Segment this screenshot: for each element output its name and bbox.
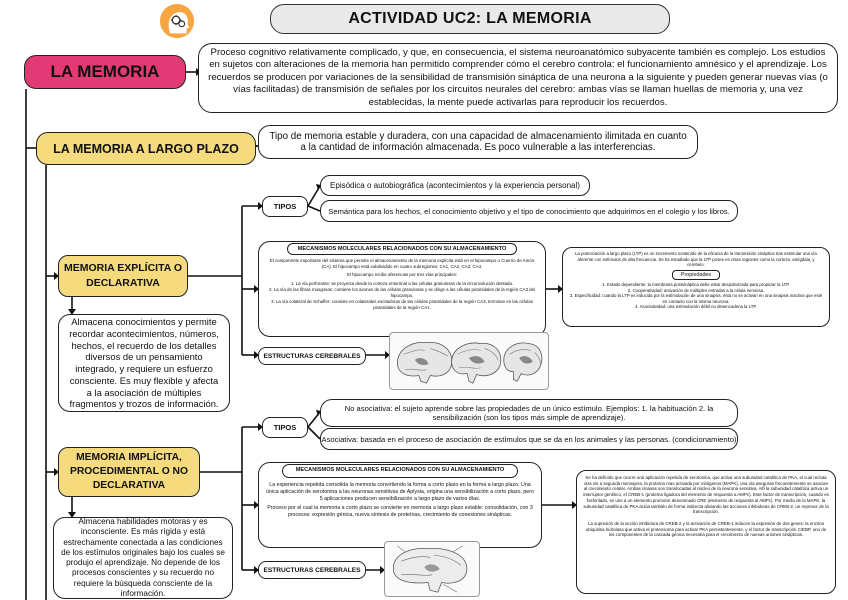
tipo-episodica: Episódica o autobiográfica (acontecimien…: [320, 175, 590, 196]
tipo-asociativa: Asociativa: basada en el proceso de asoc…: [320, 428, 738, 450]
implicita-node: MEMORIA IMPLÍCITA, PROCEDIMENTAL O NO DE…: [58, 447, 200, 497]
implicita-label: MEMORIA IMPLÍCITA, PROCEDIMENTAL O NO DE…: [69, 452, 189, 491]
largo-plazo-definition-text: Tipo de memoria estable y duradera, con …: [269, 131, 687, 153]
implicita-definition-text: Almacena habilidades motoras y es incons…: [61, 517, 225, 598]
tipo-semantica: Semántica para los hechos, el conocimien…: [320, 200, 738, 222]
implicita-definition: Almacena habilidades motoras y es incons…: [53, 517, 233, 599]
mecanismo-text: 1. La vía perforante: se proyecta desde …: [290, 280, 514, 286]
mecanismo-text: Proceso por el cual la memoria a corto p…: [267, 504, 533, 519]
memoria-node: LA MEMORIA: [24, 55, 186, 89]
largo-plazo-label: LA MEMORIA A LARGO PLAZO: [53, 141, 239, 156]
tipo-semantica-text: Semántica para los hechos, el conocimien…: [328, 206, 730, 216]
tipo-asociativa-text: Asociativa: basada en el proceso de asoc…: [321, 434, 737, 444]
implicita-mecanismos-heading: MECANISMOS MOLECULARES RELACIONADOS CON …: [282, 464, 518, 478]
mecanismo-text: La experiencia repetida consolida la mem…: [266, 481, 534, 502]
implicita-tipos-node: TIPOS: [262, 417, 308, 438]
ltp-intro: La potenciación a largo plazo (LTP) es u…: [575, 251, 817, 267]
explicita-node: MEMORIA EXPLÍCITA O DECLARATIVA: [58, 255, 188, 297]
explicita-mecanismos-body: El componente importante del sistema que…: [265, 258, 539, 310]
mecanismo-text: 3. La vía colateral de Schaffer: consist…: [271, 299, 533, 310]
explicita-tipos-node: TIPOS: [262, 196, 308, 217]
page-title: ACTIVIDAD UC2: LA MEMORIA: [270, 4, 670, 34]
implicita-propiedades: Se ha definido que ocurre una aplicación…: [576, 470, 836, 594]
propiedad-item: 4. Asociatividad: una estimulación débil…: [635, 304, 757, 310]
explicita-mecanismos: MECANISMOS MOLECULARES RELACIONADOS CON …: [258, 241, 546, 337]
largo-plazo-node: LA MEMORIA A LARGO PLAZO: [36, 132, 256, 165]
implicita-mecanismos: MECANISMOS MOLECULARES RELACIONADOS CON …: [258, 462, 542, 548]
propiedad-item: 2. Cooperatividad: activación de múltipl…: [627, 287, 765, 293]
tipo-no-asociativa-text: No asociativa: el sujeto aprende sobre l…: [344, 404, 714, 422]
memoria-label: LA MEMORIA: [50, 62, 160, 81]
explicita-tipos-label: TIPOS: [273, 202, 297, 211]
explicita-estructuras: ESTRUCTURAS CEREBRALES: [258, 347, 366, 365]
page-title-text: ACTIVIDAD UC2: LA MEMORIA: [348, 10, 592, 27]
explicita-mecanismos-heading: MECANISMOS MOLECULARES RELACIONADOS CON …: [287, 243, 517, 255]
mecanismo-text: El componente importante del sistema que…: [269, 258, 535, 269]
implicita-propiedad-text: Se ha definido que ocurre una aplicación…: [583, 475, 829, 515]
memoria-definition: Proceso cognitivo relativamente complica…: [198, 43, 838, 113]
explicita-label: MEMORIA EXPLÍCITA O DECLARATIVA: [63, 261, 183, 289]
tipo-episodica-text: Episódica o autobiográfica (acontecimien…: [330, 181, 580, 190]
propiedades-heading: Propiedades: [671, 269, 721, 281]
explicita-propiedades: La potenciación a largo plazo (LTP) es u…: [562, 247, 830, 327]
implicita-estructuras-label: ESTRUCTURAS CEREBRALES: [263, 566, 361, 574]
largo-plazo-definition: Tipo de memoria estable y duradera, con …: [258, 125, 698, 159]
propiedad-item: 3. Especificidad: cuando la LTP es induc…: [569, 293, 823, 304]
explicita-definition: Almacena conocimientos y permite recorda…: [58, 314, 230, 412]
mecanismo-text: El hipocampo recibe aferencias por tres …: [346, 272, 458, 277]
tipo-no-asociativa: No asociativa: el sujeto aprende sobre l…: [320, 399, 738, 427]
memoria-definition-text: Proceso cognitivo relativamente complica…: [208, 46, 828, 108]
brain-icon: [389, 332, 549, 390]
implicita-tipos-label: TIPOS: [273, 423, 297, 432]
explicita-definition-text: Almacena conocimientos y permite recorda…: [69, 316, 219, 410]
brain-icon: [384, 541, 480, 597]
explicita-estructuras-label: ESTRUCTURAS CEREBRALES: [263, 352, 361, 360]
implicita-propiedad-text: La supresión de la acción inhibidora de …: [585, 521, 827, 538]
mecanismo-text: 2. La vía de las fibras musgosas: contie…: [268, 287, 536, 298]
propiedad-item: 1. Estado dependiente: la membrana posts…: [602, 282, 790, 288]
head-gears-icon: [158, 2, 196, 40]
implicita-estructuras: ESTRUCTURAS CEREBRALES: [258, 561, 366, 579]
